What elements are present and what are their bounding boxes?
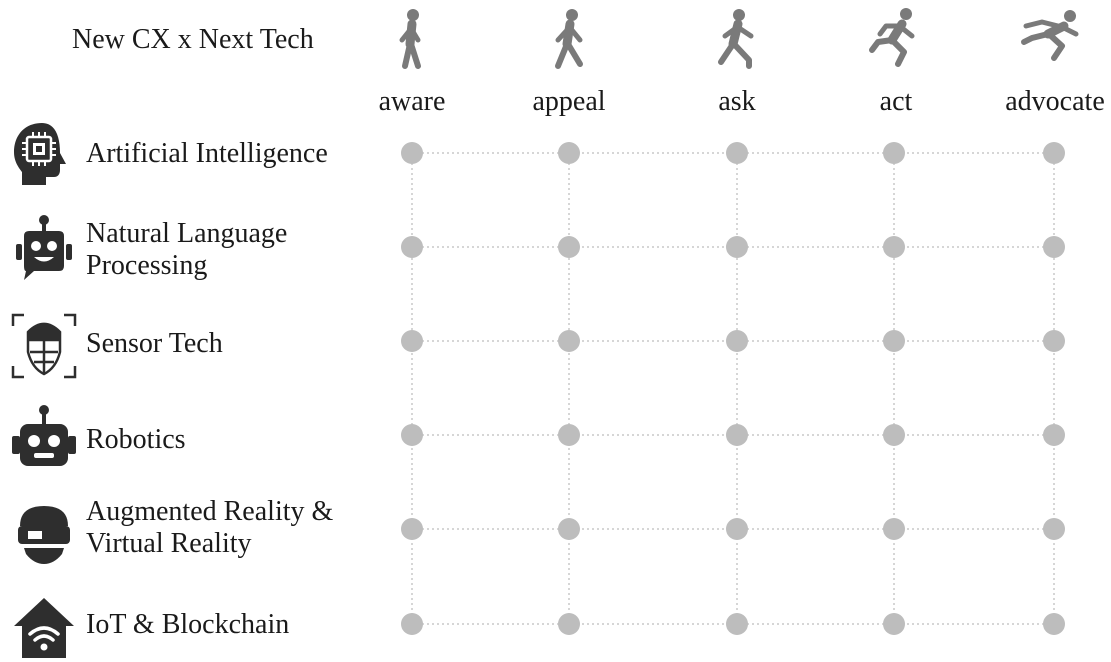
grid-node bbox=[558, 330, 580, 352]
grid-node bbox=[883, 613, 905, 635]
walking-slow-icon bbox=[399, 9, 421, 69]
grid-node bbox=[1043, 142, 1065, 164]
row-label-iot-blockchain: IoT & Blockchain bbox=[86, 609, 290, 640]
row-label-line1: Natural Language bbox=[86, 218, 288, 249]
grid-node bbox=[558, 424, 580, 446]
grid-node bbox=[883, 424, 905, 446]
grid-node bbox=[401, 142, 423, 164]
stage-label-ask: ask bbox=[718, 86, 756, 117]
grid-node bbox=[558, 236, 580, 258]
grid-node bbox=[883, 142, 905, 164]
grid-node bbox=[401, 424, 423, 446]
grid-node bbox=[401, 236, 423, 258]
grid-node bbox=[726, 518, 748, 540]
row-label-sensor-tech: Sensor Tech bbox=[86, 328, 223, 359]
stage-label-aware: aware bbox=[378, 86, 446, 117]
row-label-artificial-intelligence: Artificial Intelligence bbox=[86, 138, 328, 169]
grid-node bbox=[726, 613, 748, 635]
grid-node bbox=[401, 613, 423, 635]
ai-brain-chip-icon bbox=[14, 123, 66, 185]
grid-node bbox=[1043, 236, 1065, 258]
stage-label-advocate: advocate bbox=[1005, 86, 1105, 117]
grid-node bbox=[726, 424, 748, 446]
chatbot-icon bbox=[16, 215, 72, 280]
grid-node bbox=[883, 330, 905, 352]
grid-node bbox=[401, 330, 423, 352]
smart-home-wifi-icon bbox=[14, 598, 74, 658]
stage-label-act: act bbox=[879, 86, 913, 117]
grid-node bbox=[401, 518, 423, 540]
grid-node bbox=[558, 518, 580, 540]
grid-node bbox=[726, 142, 748, 164]
grid-node bbox=[883, 518, 905, 540]
grid-node bbox=[558, 613, 580, 635]
row-label-line1: Augmented Reality & bbox=[86, 496, 334, 527]
row-label-natural-language-processing: Natural Language Processing bbox=[86, 218, 287, 282]
grid-node bbox=[1043, 613, 1065, 635]
vr-headset-icon bbox=[18, 506, 70, 564]
face-scan-icon bbox=[11, 313, 77, 379]
stage-label-appeal: appeal bbox=[532, 86, 606, 117]
grid-node bbox=[558, 142, 580, 164]
row-label-line2: Virtual Reality bbox=[86, 528, 252, 559]
grid-node bbox=[1043, 518, 1065, 540]
grid-node bbox=[1043, 424, 1065, 446]
row-label-ar-vr: Augmented Reality & Virtual Reality bbox=[86, 496, 333, 560]
row-label-line2: Processing bbox=[86, 250, 208, 281]
grid-node bbox=[1043, 330, 1065, 352]
row-label-robotics: Robotics bbox=[86, 424, 186, 455]
running-icon bbox=[869, 8, 915, 67]
grid-node bbox=[883, 236, 905, 258]
grid-node bbox=[726, 236, 748, 258]
walking-fast-icon bbox=[718, 9, 754, 69]
walking-icon bbox=[555, 9, 583, 69]
diagram-title: New CX x Next Tech bbox=[72, 24, 314, 55]
grid-node bbox=[726, 330, 748, 352]
sprinting-icon bbox=[1021, 10, 1079, 61]
robot-icon bbox=[12, 405, 76, 466]
